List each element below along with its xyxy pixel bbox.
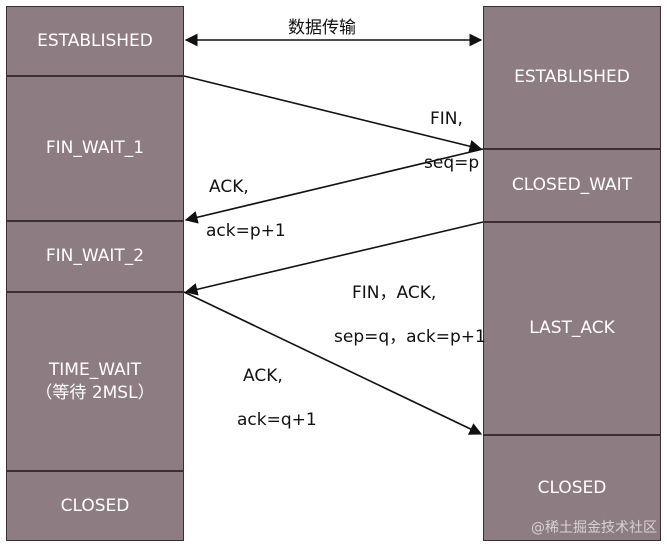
ack1-message-line2: ack=p+1 [206, 221, 286, 241]
server-state-closed: CLOSED [483, 435, 661, 541]
fin-ack-message-line2: sep=q，ack=p+1 [334, 327, 486, 347]
ack2-arrow [183, 291, 483, 435]
client-state-fin-wait-2: FIN_WAIT_2 [6, 221, 184, 292]
ack2-message: ACK, ack=q+1 [237, 343, 317, 453]
ack1-message: ACK, ack=p+1 [206, 154, 286, 264]
watermark: @稀土掘金技术社区 [531, 520, 657, 536]
fin-arrow [183, 75, 483, 153]
server-state-closed-wait: CLOSED_WAIT [483, 149, 661, 222]
client-state-label: FIN_WAIT_1 [45, 138, 145, 159]
server-state-label: CLOSED [537, 477, 607, 498]
fin-message: FIN, seq=p [424, 86, 479, 196]
fin-ack-message: FIN，ACK, sep=q，ack=p+1 [334, 260, 486, 370]
server-state-label: CLOSED_WAIT [511, 175, 633, 196]
ack2-message-line1: ACK, [243, 366, 283, 386]
fin-ack-message-line1: FIN，ACK, [352, 283, 437, 303]
client-state-label: TIME_WAIT （等待 2MSL） [35, 359, 155, 403]
server-state-last-ack: LAST_ACK [483, 222, 661, 435]
client-state-closed: CLOSED [6, 471, 184, 541]
server-state-label: LAST_ACK [529, 318, 615, 339]
client-state-time-wait: TIME_WAIT （等待 2MSL） [6, 292, 184, 471]
server-state-established: ESTABLISHED [483, 6, 661, 149]
ack1-arrow [184, 148, 484, 224]
client-state-label: FIN_WAIT_2 [45, 246, 145, 267]
fin-message-line1: FIN, [430, 109, 463, 129]
ack1-message-line1: ACK, [209, 177, 249, 197]
client-state-label: ESTABLISHED [37, 30, 153, 51]
client-state-label: CLOSED [60, 495, 130, 516]
client-state-established: ESTABLISHED [6, 6, 184, 76]
server-state-label: ESTABLISHED [514, 67, 630, 88]
client-state-fin-wait-1: FIN_WAIT_1 [6, 76, 184, 221]
fin-ack-arrow [184, 221, 484, 296]
fin-message-line2: seq=p [424, 153, 480, 173]
ack2-message-line2: ack=q+1 [237, 410, 317, 430]
data-transfer-label: 数据传输 [288, 18, 356, 38]
